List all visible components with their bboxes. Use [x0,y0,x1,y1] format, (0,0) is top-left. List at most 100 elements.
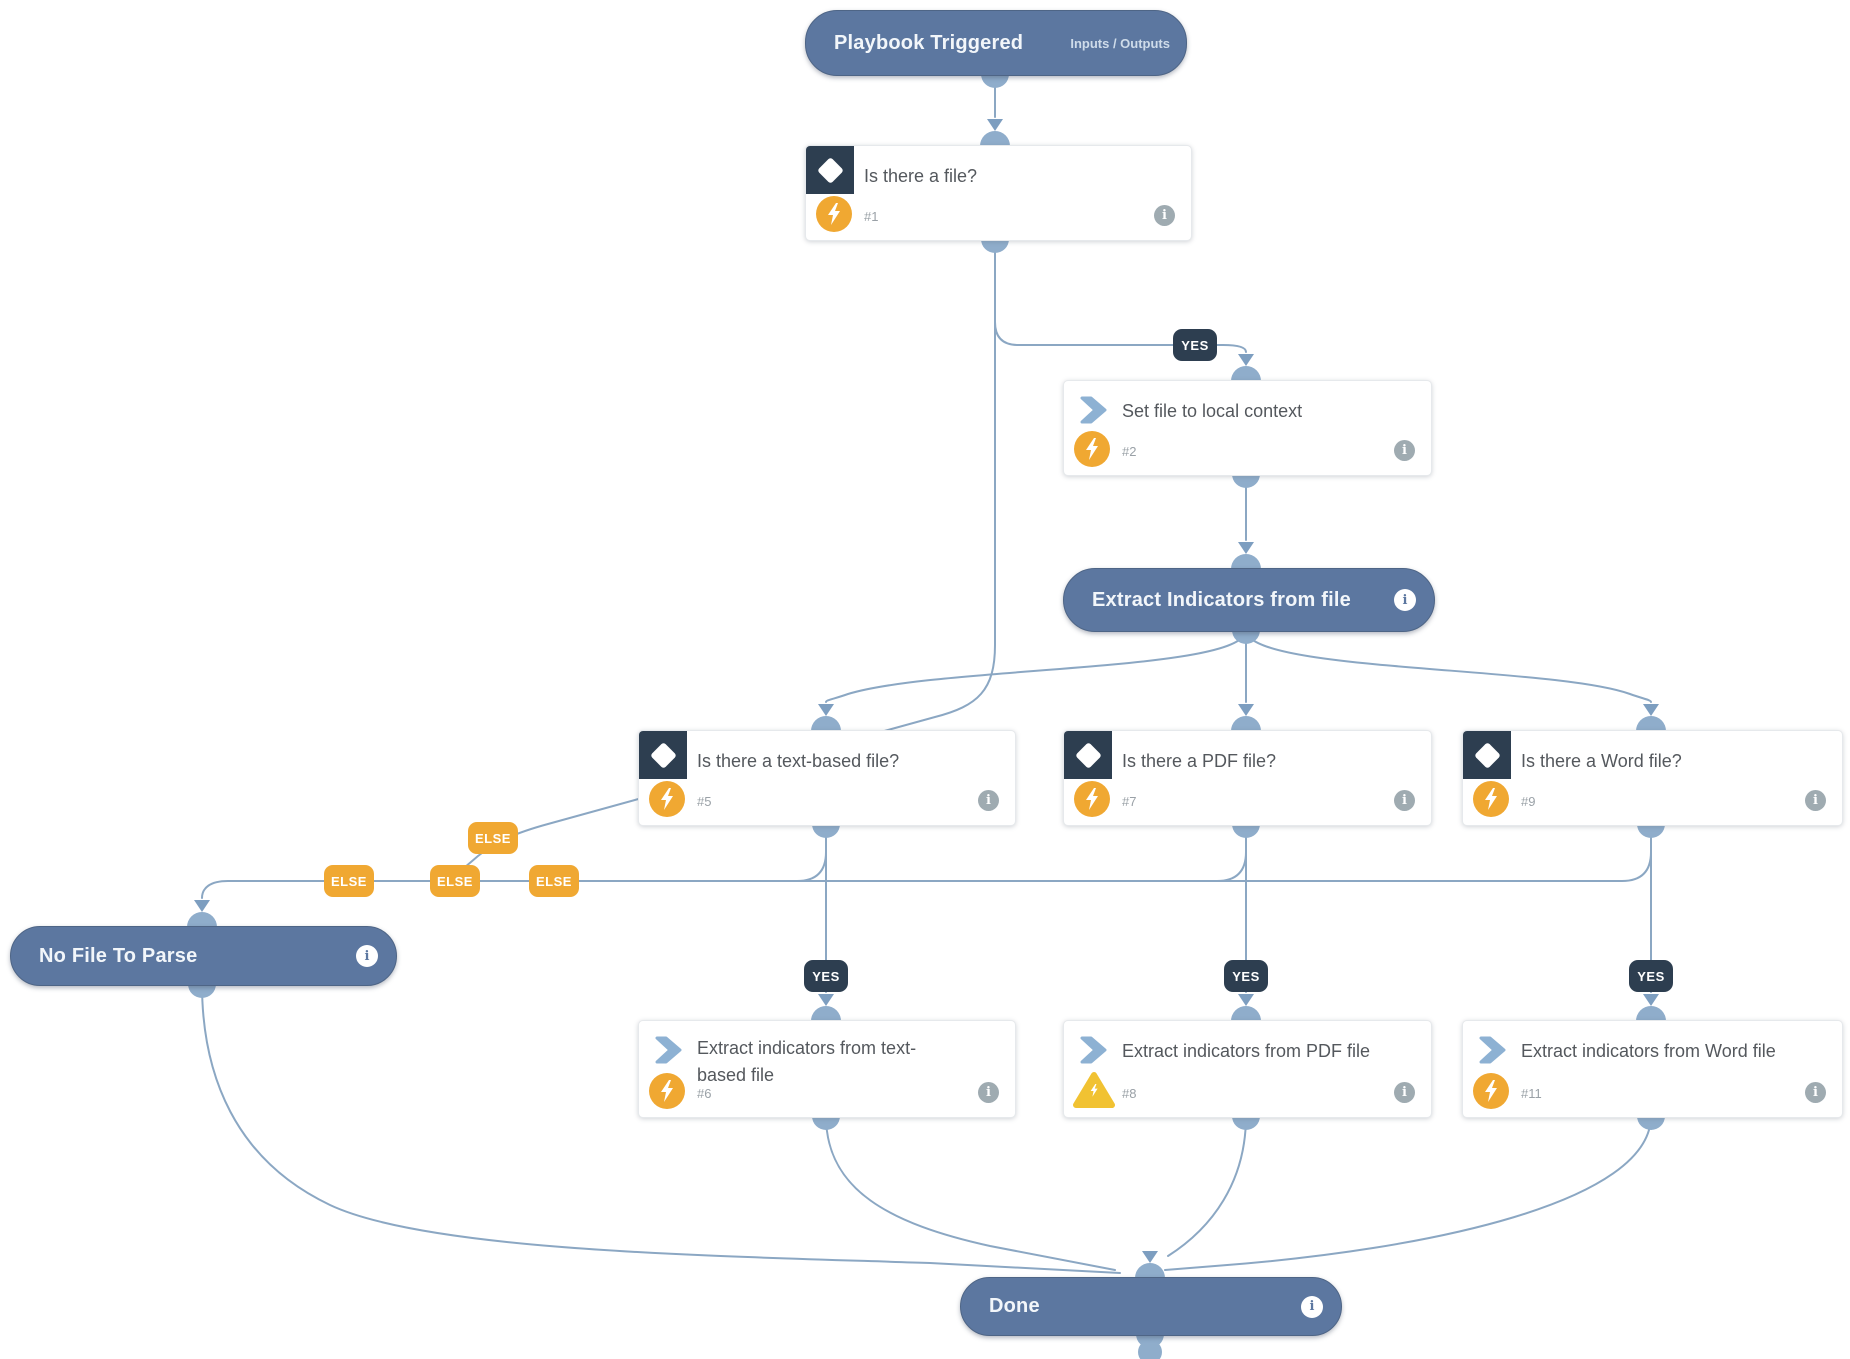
output-port [1637,1116,1665,1130]
output-port [812,824,840,838]
node-title: Extract indicators from Word file [1521,1041,1776,1061]
condition-node-is-there-a-word-file[interactable]: Is there a Word file? #9 i [1462,730,1843,826]
connector-line [825,629,1247,703]
lightning-icon [649,781,685,817]
task-number: #6 [697,1086,712,1101]
node-title: Playbook Triggered [834,31,1024,54]
else-branch-label: ELSE [529,865,579,897]
node-title: Extract Indicators from file [1092,588,1351,611]
lightning-icon [816,196,852,232]
output-port [1232,630,1260,644]
connector-line [1167,1115,1247,1257]
node-title: Done [989,1295,1040,1317]
task-number: #1 [864,209,879,224]
node-title: Extract indicators from PDF file [1122,1041,1371,1061]
task-node-extract-indicators-from-pdf-file[interactable]: Extract indicators from PDF file #8 i [1063,1020,1432,1118]
node-title: Extract indicators from text-based file [697,1038,917,1085]
output-port [981,74,1009,88]
info-icon[interactable]: i [978,1082,999,1103]
output-port [188,984,216,998]
else-branch-label: ELSE [430,865,480,897]
task-node-set-file-to-local-context[interactable]: Set file to local context #2 i [1063,380,1432,476]
else-branch-label: ELSE [468,822,518,854]
connector-line-else [1216,823,1652,882]
info-icon[interactable]: i [1394,1082,1415,1103]
info-icon[interactable]: i [1394,440,1415,461]
arrowhead-icon [1142,1251,1158,1263]
chevron-right-icon [1477,1036,1507,1064]
connector-line-else [796,823,1247,882]
condition-diamond-icon [639,731,687,779]
section-node-done[interactable]: Done i [960,1277,1342,1336]
yes-branch-label: YES [804,960,848,992]
chevron-right-icon [1078,1036,1108,1064]
info-icon[interactable]: i [1394,589,1416,611]
lightning-icon [1473,1073,1509,1109]
node-title: Set file to local context [1122,401,1303,421]
output-port [1637,824,1665,838]
output-port [812,1116,840,1130]
playbook-triggered-node[interactable]: Playbook Triggered Inputs / Outputs [805,10,1187,76]
task-number: #8 [1122,1086,1137,1101]
arrowhead-icon [1238,994,1254,1006]
task-number: #7 [1122,794,1137,809]
connector-line [1164,1115,1652,1271]
input-port [811,1006,841,1021]
output-port-dot [1138,1340,1162,1359]
connector-line [201,983,1121,1274]
node-title: Is there a PDF file? [1122,751,1277,771]
condition-node-is-there-a-file[interactable]: Is there a file? #1 i [805,145,1192,241]
arrowhead-icon [987,119,1003,131]
task-number: #9 [1521,794,1536,809]
input-port [1636,716,1666,731]
info-icon[interactable]: i [1805,790,1826,811]
chevron-right-icon [1078,396,1108,424]
node-title: Is there a text-based file? [697,751,900,771]
input-port [1231,1006,1261,1021]
node-title: Is there a file? [864,166,978,186]
yes-branch-label: YES [1173,329,1217,361]
lightning-icon [649,1073,685,1109]
arrowhead-icon [818,994,834,1006]
yes-branch-label: YES [1629,960,1673,992]
arrowhead-icon [1643,994,1659,1006]
task-number: #2 [1122,444,1137,459]
condition-diamond-icon [1463,731,1511,779]
input-port [1135,1263,1165,1278]
arrowhead-icon [1238,542,1254,554]
else-branch-label: ELSE [324,865,374,897]
connector-line [1245,629,1652,703]
input-port [1231,554,1261,569]
task-node-extract-indicators-from-text-based-file[interactable]: Extract indicators from text-based file … [638,1020,1016,1118]
task-node-extract-indicators-from-word-file[interactable]: Extract indicators from Word file #11 i [1462,1020,1843,1118]
lightning-icon [1074,431,1110,467]
condition-node-is-there-a-text-based-file[interactable]: Is there a text-based file? #5 i [638,730,1016,826]
input-port [1231,366,1261,381]
section-node-extract-indicators-from-file[interactable]: Extract Indicators from file i [1063,568,1435,632]
arrowhead-icon [1643,704,1659,716]
info-icon[interactable]: i [1301,1295,1323,1318]
connector-line [825,1115,1116,1271]
condition-node-is-there-a-pdf-file[interactable]: Is there a PDF file? #7 i [1063,730,1432,826]
arrowhead-icon [1238,354,1254,366]
section-node-no-file-to-parse[interactable]: No File To Parse i [10,926,397,986]
input-port [811,716,841,731]
node-title: Is there a Word file? [1521,751,1682,771]
node-title: No File To Parse [39,944,198,967]
output-port [1232,824,1260,838]
task-number: #11 [1521,1086,1542,1101]
info-icon[interactable]: i [1394,790,1415,811]
chevron-right-icon [653,1036,683,1064]
input-port [187,912,217,927]
lightning-icon [1074,781,1110,817]
info-icon[interactable]: i [978,790,999,811]
info-icon[interactable]: i [1154,205,1175,226]
info-icon[interactable]: i [356,945,378,967]
input-port [980,131,1010,146]
inputs-outputs-link[interactable]: Inputs / Outputs [1070,35,1170,51]
info-icon[interactable]: i [1805,1082,1826,1103]
output-port [1232,1116,1260,1130]
arrowhead-icon [818,704,834,716]
